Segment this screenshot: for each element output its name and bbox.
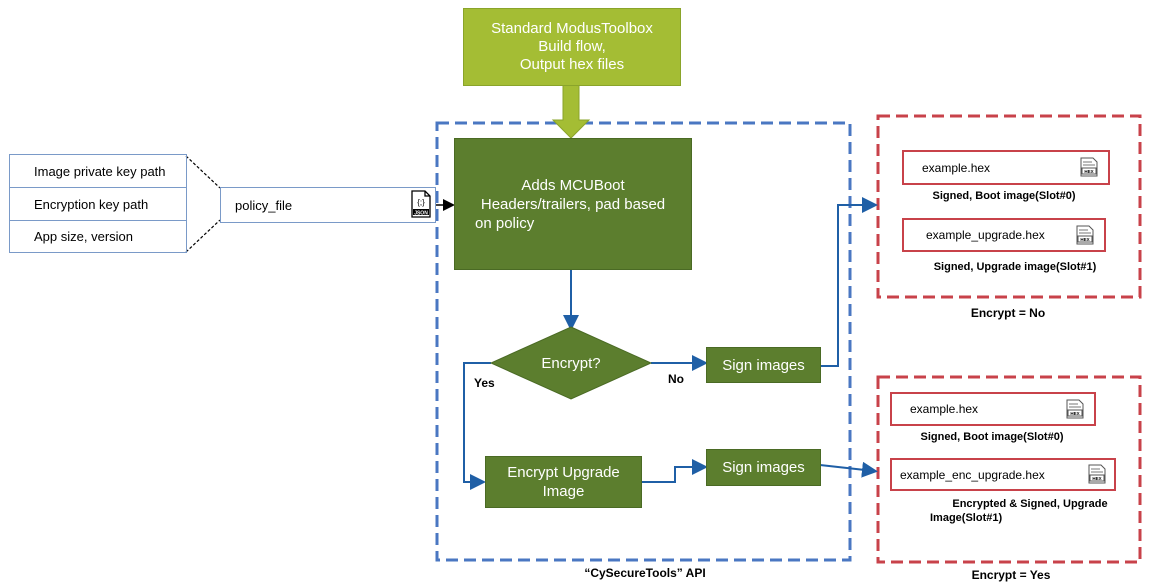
output-yes-title: Encrypt = Yes xyxy=(971,568,1051,582)
build-line3: Output hex files xyxy=(519,56,625,73)
sign-images-top: Sign images xyxy=(706,347,821,383)
yes-label: Yes xyxy=(474,376,495,390)
svg-text:HEX: HEX xyxy=(1080,237,1089,242)
input-item-app-size: App size, version xyxy=(34,229,133,244)
api-container xyxy=(435,121,852,562)
inputs-list: Image private key path Encryption key pa… xyxy=(9,154,187,253)
hex-file-icon: HEX xyxy=(1066,399,1084,422)
input-item-private-key: Image private key path xyxy=(10,155,186,188)
hex-file-icon: HEX xyxy=(1076,225,1094,248)
build-flow-box: Standard ModusToolbox Build flow, Output… xyxy=(463,8,681,86)
json-file-icon: {;} JSON xyxy=(410,190,432,221)
output-no-caption2: Signed, Upgrade image(Slot#1) xyxy=(933,261,1097,273)
svg-text:HEX: HEX xyxy=(1084,169,1093,174)
sign-images-bottom: Sign images xyxy=(706,449,821,486)
api-label: “CySecureTools” API xyxy=(584,566,706,580)
output-yes-container xyxy=(876,375,1142,564)
no-label: No xyxy=(668,372,684,386)
build-line2: Build flow, xyxy=(538,38,606,55)
build-arrow xyxy=(551,83,591,139)
svg-text:{;}: {;} xyxy=(417,198,425,207)
output-yes-caption2: Encrypted & Signed, Upgrade Image(Slot#1… xyxy=(930,498,1108,524)
output-no-title: Encrypt = No xyxy=(970,306,1046,320)
hex-file-icon: HEX xyxy=(1088,464,1106,487)
svg-text:JSON: JSON xyxy=(414,211,428,217)
output-yes-file1: example.hex HEX xyxy=(890,392,1096,426)
input-item-encryption-key: Encryption key path xyxy=(10,188,186,221)
hex-file-icon: HEX xyxy=(1080,157,1098,180)
output-no-file1: example.hex HEX xyxy=(902,150,1110,185)
decision-label: Encrypt? xyxy=(541,354,601,372)
output-no-container xyxy=(876,114,1142,299)
svg-text:HEX: HEX xyxy=(1092,476,1101,481)
encrypt-upgrade-box: Encrypt Upgrade Image xyxy=(485,456,642,508)
decision-diamond xyxy=(489,326,653,400)
policy-file-label: policy_file xyxy=(235,197,293,213)
mcuboot-box: Adds MCUBoot Headers/trailers, pad based… xyxy=(454,138,692,270)
build-line1: Standard ModusToolbox xyxy=(491,20,653,37)
output-yes-caption1: Signed, Boot image(Slot#0) xyxy=(920,431,1064,443)
output-no-caption1: Signed, Boot image(Slot#0) xyxy=(932,190,1076,202)
output-yes-file2: example_enc_upgrade.hex HEX xyxy=(890,458,1116,491)
policy-file-box: policy_file {;} JSON xyxy=(220,187,436,223)
svg-text:HEX: HEX xyxy=(1070,411,1079,416)
output-no-file2: example_upgrade.hex HEX xyxy=(902,218,1106,252)
